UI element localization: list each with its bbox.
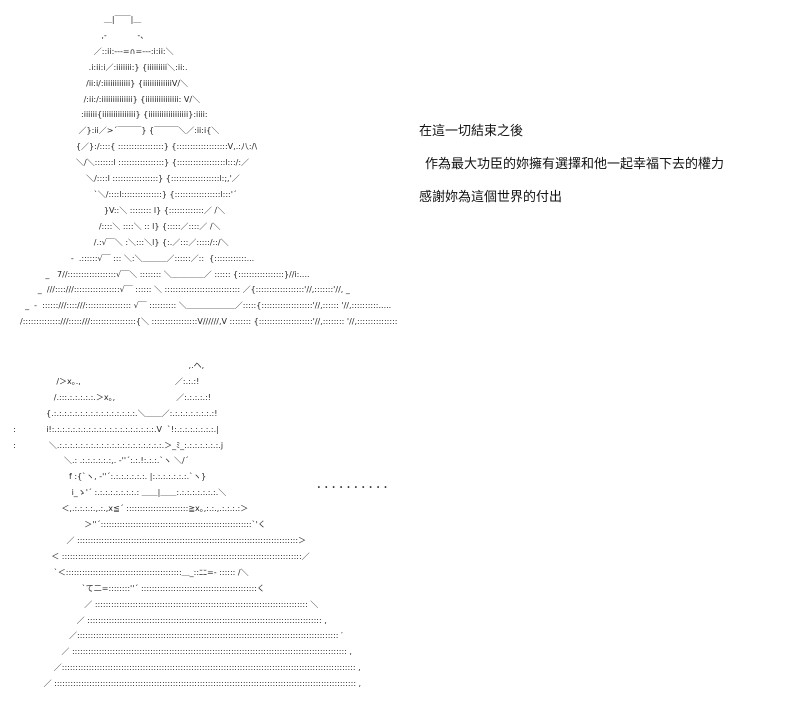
ascii-art-line: ＼.: .:.:.:.:.:.:,. ‐''´:.:.!:.:.:.`ヽ ＼/´ bbox=[8, 456, 189, 466]
ascii-art-line: ／ ::::::::::::::::::::::::::::::::::::::… bbox=[8, 679, 362, 689]
ascii-art-line: ／}:ii／>´￣￣￣} {￣￣￣＼／:ii:i{＼ bbox=[20, 126, 220, 136]
ascii-art-line: /ii:i/:iiiiiiiiiiii} {iiiiiiiiiiiiiV/＼ bbox=[20, 78, 189, 88]
ascii-art-line: ＜,.:.:.:.:.,.:.,x≦´ ::::::::::::::::::::… bbox=[8, 504, 249, 514]
ascii-art-line: /.:√￣＼ :＼:::＼l} {:.／:::／:::::/::/＼ bbox=[20, 237, 229, 247]
ellipsis-text: ．．．．．．．．．． bbox=[316, 477, 397, 491]
ascii-art-line: /::::::::::::::///:::::///::::::::::::::… bbox=[20, 317, 398, 327]
ascii-art-line: ,- -、 bbox=[20, 30, 149, 40]
ascii-art-line: ／ ::::::::::::::::::::::::::::::::::::::… bbox=[8, 615, 327, 625]
caption-line-2: 作為最大功臣的妳擁有選擇和他一起幸福下去的權力 bbox=[425, 157, 725, 172]
ascii-art-line: ／::ii:---=∩=---:i:ii:＼ bbox=[20, 46, 174, 56]
ascii-art-line: {／}:/::::{ :::::::::::::::::} {:::::::::… bbox=[20, 142, 258, 152]
ascii-art-line: ＞''´::::::::::::::::::::::::::::::::::::… bbox=[8, 520, 266, 530]
ascii-art-line: : i!:.:.:.:.:.:.:.:.:.:.:.:.:.:.:.:.:.:.… bbox=[8, 424, 219, 434]
ascii-art-line: `て二=::::::::''´ ::::::::::::::::::::::::… bbox=[8, 583, 265, 593]
ascii-art-line: /:ii:/:iiiiiiiiiiiiii} {iiiiiiiiiiiiiii:… bbox=[20, 94, 201, 104]
ascii-art-line: ／:::::::::::::::::::::::::::::::::::::::… bbox=[8, 631, 343, 641]
ascii-art-line: /＞x｡., ／:.:.:! bbox=[8, 376, 200, 386]
ascii-art-line: ＼/＼:::::::l :::::::::::::::::} {::::::::… bbox=[20, 158, 250, 168]
ascii-art-line: /::::＼ ::::＼ :: l} {:::::／::::／ /＼ bbox=[20, 221, 221, 231]
ascii-art-line: ／ ::::::::::::::::::::::::::::::::::::::… bbox=[8, 535, 307, 545]
caption-line-3: 感謝妳為這個世界的付出 bbox=[419, 190, 563, 205]
ascii-art-line: }V::＼ :::::::: l} {:::::::::::::／ /＼ bbox=[20, 205, 226, 215]
ascii-art-line: ,.ヘ, bbox=[8, 361, 205, 370]
caption-line-1: 在這一切結束之後 bbox=[419, 124, 524, 139]
ascii-art-line: `＜::::::::::::::::::::::::::::::::::::::… bbox=[8, 567, 249, 577]
ascii-art-line: i_ゝ'´ :.:.:.:.:.:.:.:.: ＿＿|＿＿:.:.:.:.:.:… bbox=[8, 488, 227, 498]
ascii-art-line: /.:::.:.:.:.:.:.＞x｡, ／:.:.:.:.:! bbox=[8, 392, 211, 402]
ascii-art-line: _ - ::::::///::::///::::::::::::::::: √￣… bbox=[20, 301, 392, 311]
ascii-art-line: ／:::::::::::::::::::::::::::::::::::::::… bbox=[8, 663, 361, 673]
ascii-art-line: `＼/::::l:::::::::::::::} {::::::::::::::… bbox=[20, 189, 237, 199]
ascii-art-line: ／ ::::::::::::::::::::::::::::::::::::::… bbox=[8, 599, 319, 609]
ascii-art-line: {.:.:.:.:.:.:.:.:.:.:.:.:.:.:.:.:.＼＿＿／:.… bbox=[8, 408, 218, 418]
ascii-art-line: ／ ::::::::::::::::::::::::::::::::::::::… bbox=[8, 647, 352, 657]
ascii-art-figure-bottom: ,.ヘ, /＞x｡., ／:.:.:! /.:::.:.:.:.:.:.＞x｡,… bbox=[8, 358, 361, 692]
ascii-art-line: _ 7//::::::::::::::::::√￣＼ :::::::: ＼＿＿＿… bbox=[20, 269, 310, 279]
ascii-art-line: ＿|￣￣|＿ bbox=[20, 15, 142, 24]
ascii-art-figure-top: ＿|￣￣|＿ ,- -、 ／::ii:---=∩=---:i:ii:＼ .i:i… bbox=[20, 12, 397, 330]
ascii-art-line: _ ///::::///:::::::::::::::::√￣ :::::: ＼… bbox=[20, 285, 350, 295]
ascii-art-line: : ＼.:.:.:.:.:.:.:.:.:.:.:.:.:.:.:.:.:.:.… bbox=[8, 440, 224, 450]
ascii-art-line: .i:ii:i／:iiiiiii:} {iiiiiiiii＼:ii:. bbox=[20, 62, 188, 72]
ascii-art-line: :iiiiii{iiiiiiiiiiiiiii} {iiiiiiiiiiiiii… bbox=[20, 110, 208, 120]
ascii-art-line: - .::::::√￣ ::: ＼:＼＿＿＿／::::::／:: {::::::… bbox=[20, 253, 255, 263]
ascii-art-line: f :{`ヽ, ‐''´:.:.:.:.:.:.:. |:.:.:.:.:.:.… bbox=[8, 472, 207, 482]
ascii-art-line: ＼/::::l :::::::::::::::::} {::::::::::::… bbox=[20, 174, 240, 184]
ascii-art-line: ＜ ::::::::::::::::::::::::::::::::::::::… bbox=[8, 551, 310, 561]
